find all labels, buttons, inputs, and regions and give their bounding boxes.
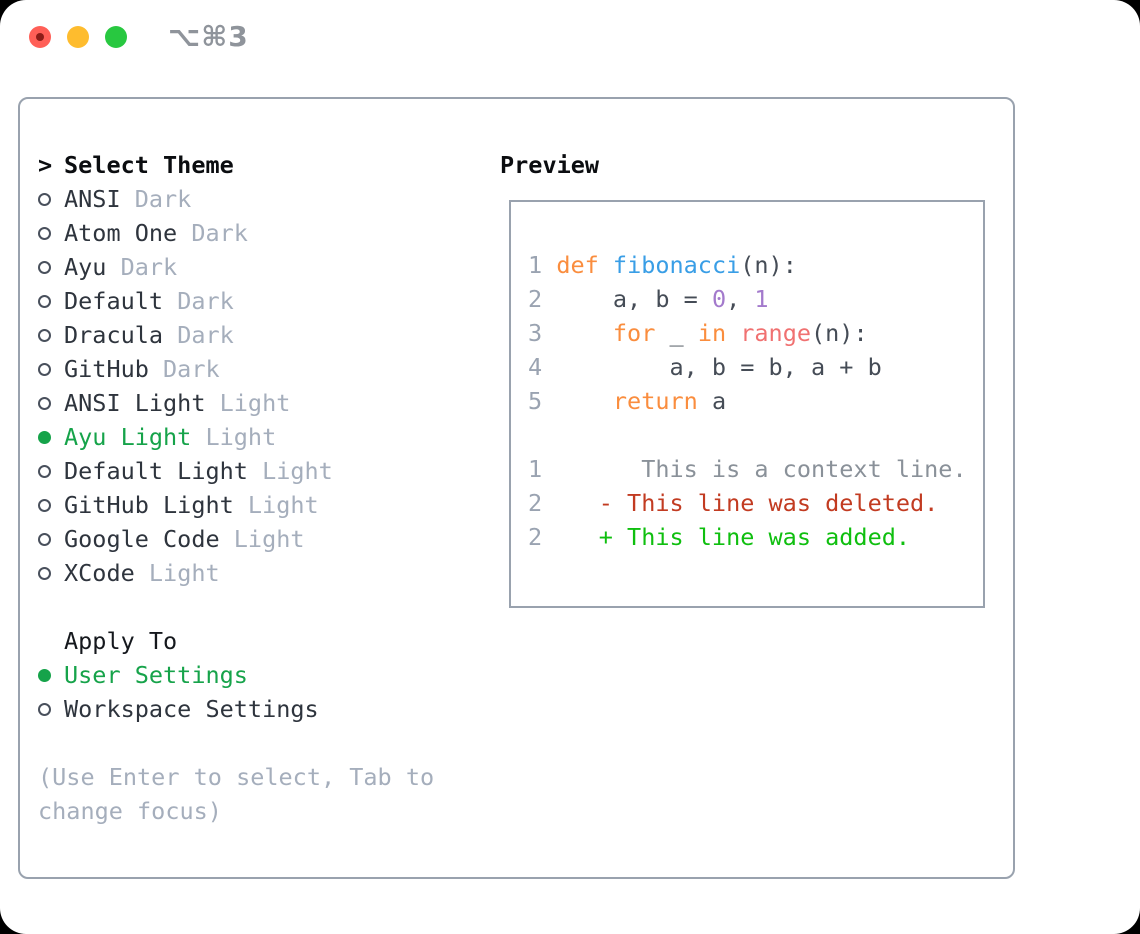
option-label: Default Light xyxy=(64,457,248,485)
option-variant: Light xyxy=(219,525,305,553)
option-label: GitHub xyxy=(64,355,149,383)
radio-icon xyxy=(38,702,51,716)
option-label: ANSI xyxy=(64,185,121,213)
option-label: Atom One xyxy=(64,219,178,247)
radio-icon xyxy=(38,498,51,512)
option-variant: Dark xyxy=(120,185,192,213)
option-variant: Dark xyxy=(177,219,248,247)
hint-line-2: change focus) xyxy=(38,797,222,825)
code-line: 1 This is a context line. xyxy=(528,455,967,483)
theme-option-github-light[interactable]: GitHub Light Light xyxy=(38,488,434,522)
radio-icon xyxy=(38,260,51,274)
apply-to-title: Apply To xyxy=(64,627,178,655)
theme-option-xcode[interactable]: XCode Light xyxy=(38,556,434,590)
radio-icon xyxy=(38,532,51,546)
option-variant: Dark xyxy=(106,253,178,281)
option-label: Default xyxy=(64,287,164,315)
spacer-row xyxy=(38,726,434,760)
code-line: 2 - This line was deleted. xyxy=(528,489,939,517)
theme-option-ansi-light[interactable]: ANSI Light Light xyxy=(38,386,434,420)
theme-option-ayu-light[interactable]: Ayu Light Light xyxy=(38,420,434,454)
option-label: Dracula xyxy=(64,321,164,349)
minimize-button[interactable] xyxy=(67,26,89,48)
option-label: Workspace Settings xyxy=(64,695,319,723)
code-line: 5 return a xyxy=(528,387,727,415)
option-label: Ayu Light xyxy=(64,423,192,451)
select-theme-header: > Select Theme xyxy=(38,148,434,182)
option-variant: Dark xyxy=(148,355,220,383)
code-line: 1 def fibonacci(n): xyxy=(528,251,797,279)
spacer-row xyxy=(38,590,434,624)
theme-option-atom-one[interactable]: Atom One Dark xyxy=(38,216,434,250)
apply-option-user-settings[interactable]: User Settings xyxy=(38,658,434,692)
option-label: Google Code xyxy=(64,525,220,553)
radio-icon xyxy=(38,566,51,580)
titlebar: ⌥⌘3 xyxy=(29,20,249,53)
apply-to-header-row: Apply To xyxy=(38,624,434,658)
code-line: 3 for _ in range(n): xyxy=(528,319,868,347)
option-label: Ayu xyxy=(64,253,107,281)
code-line xyxy=(528,421,983,455)
option-variant: Light xyxy=(247,457,333,485)
radio-icon xyxy=(38,464,51,478)
radio-selected-icon xyxy=(38,430,51,444)
prompt-caret-icon: > xyxy=(38,151,53,179)
code-line: 4 a, b = b, a + b xyxy=(528,353,882,381)
theme-option-default[interactable]: Default Dark xyxy=(38,284,434,318)
code-line: 2 + This line was added. xyxy=(528,523,911,551)
theme-option-ansi[interactable]: ANSI Dark xyxy=(38,182,434,216)
preview-code: 1 def fibonacci(n): 2 a, b = 0, 1 3 for _ … xyxy=(528,251,983,557)
hint-line-1: (Use Enter to select, Tab to xyxy=(38,763,435,791)
radio-icon xyxy=(38,396,51,410)
theme-option-ayu[interactable]: Ayu Dark xyxy=(38,250,434,284)
radio-icon xyxy=(38,362,51,376)
theme-option-default-light[interactable]: Default Light Light xyxy=(38,454,434,488)
option-variant: Light xyxy=(191,423,277,451)
radio-icon xyxy=(38,294,51,308)
unsaved-dot-icon xyxy=(36,33,44,41)
radio-icon xyxy=(38,226,51,240)
option-variant: Light xyxy=(233,491,319,519)
preview-box: 1 def fibonacci(n): 2 a, b = 0, 1 3 for _ … xyxy=(509,200,985,608)
preview-title: Preview xyxy=(500,151,600,179)
theme-option-github[interactable]: GitHub Dark xyxy=(38,352,434,386)
option-label: ANSI Light xyxy=(64,389,206,417)
option-variant: Dark xyxy=(163,287,234,315)
zoom-button[interactable] xyxy=(105,26,127,48)
option-label: GitHub Light xyxy=(64,491,234,519)
window-title: ⌥⌘3 xyxy=(168,20,249,53)
close-button[interactable] xyxy=(29,26,51,48)
section-title: Select Theme xyxy=(64,151,234,179)
code-line: 2 a, b = 0, 1 xyxy=(528,285,769,313)
radio-selected-icon xyxy=(38,668,51,682)
radio-icon xyxy=(38,328,51,342)
option-variant: Light xyxy=(205,389,291,417)
apply-option-workspace-settings[interactable]: Workspace Settings xyxy=(38,692,434,726)
option-label: User Settings xyxy=(64,661,248,689)
radio-icon xyxy=(38,192,51,206)
theme-option-dracula[interactable]: Dracula Dark xyxy=(38,318,434,352)
theme-option-google-code[interactable]: Google Code Light xyxy=(38,522,434,556)
option-label: XCode xyxy=(64,559,135,587)
option-variant: Light xyxy=(134,559,220,587)
option-variant: Dark xyxy=(163,321,234,349)
